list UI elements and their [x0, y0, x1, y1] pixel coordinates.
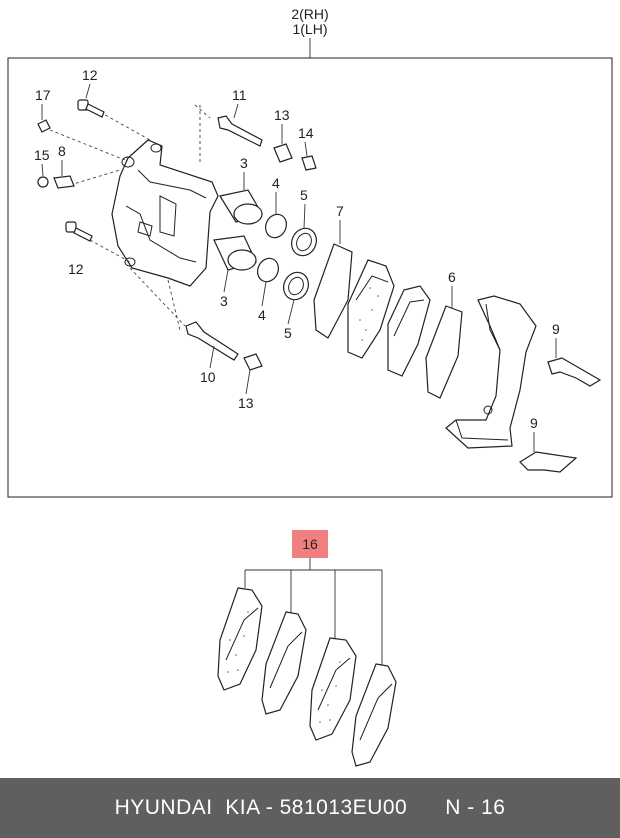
callout-3-upper[interactable]: 3	[240, 155, 248, 171]
carrier-bracket	[445, 295, 537, 449]
footer-page-ref: N - 16	[445, 796, 506, 819]
piston-3-lower	[213, 235, 257, 271]
catalog-footer: HYUNDAI KIA - 581013EU00 N - 16	[0, 778, 620, 838]
kit-pad-3	[309, 637, 357, 741]
screw-8	[53, 175, 75, 189]
boot-5-upper	[291, 227, 317, 257]
callout-9-upper[interactable]: 9	[552, 321, 560, 337]
kit-pad-4	[351, 663, 397, 767]
kit-pad-1	[217, 587, 263, 691]
callout-5-lower[interactable]: 5	[284, 325, 292, 341]
callout-6[interactable]: 6	[448, 269, 456, 285]
assembly-callout-rh[interactable]: 2(RH)	[291, 6, 328, 22]
clip-9-lower	[519, 451, 578, 473]
bolt-12-upper	[77, 99, 105, 118]
callout-11[interactable]: 11	[232, 87, 247, 103]
callout-9-lower[interactable]: 9	[530, 415, 538, 431]
callout-10[interactable]: 10	[200, 369, 216, 385]
boot-13-upper	[273, 143, 293, 163]
bolt-12-lower	[65, 221, 93, 242]
seal-4-upper	[265, 213, 287, 239]
footer-part-number: HYUNDAI KIA - 581013EU00	[114, 796, 408, 819]
callout-4-upper[interactable]: 4	[272, 175, 280, 191]
callout-17[interactable]: 17	[35, 87, 51, 103]
kit-leader-tree	[244, 558, 383, 666]
guide-pin-10	[185, 321, 239, 361]
shim-7	[313, 243, 353, 339]
cap-14	[301, 155, 317, 171]
assembly-guide-lines	[49, 104, 211, 331]
callout-leaders	[41, 83, 557, 452]
guide-pin-11	[217, 115, 263, 147]
brake-pad-inner	[347, 259, 395, 359]
callout-12-upper[interactable]: 12	[82, 67, 98, 83]
assembly-callout-lh[interactable]: 1(LH)	[292, 21, 327, 37]
seal-4-lower	[257, 257, 279, 283]
callout-14[interactable]: 14	[298, 125, 314, 141]
callout-7[interactable]: 7	[336, 203, 344, 219]
parts-diagram: 2(RH) 1(LH)	[7, 6, 613, 767]
kit-label-box	[292, 530, 328, 558]
caliper-housing	[111, 139, 219, 287]
shim-6	[425, 305, 463, 399]
callout-15[interactable]: 15	[34, 147, 50, 163]
boot-13-lower	[243, 353, 263, 371]
callout-3-lower[interactable]: 3	[220, 293, 228, 309]
kit-pad-2	[261, 611, 307, 715]
callout-12-lower[interactable]: 12	[68, 261, 84, 277]
cap-15	[37, 176, 49, 188]
callout-13-upper[interactable]: 13	[274, 107, 290, 123]
clip-9-upper	[547, 357, 602, 387]
boot-5-lower	[283, 271, 309, 301]
callout-4-lower[interactable]: 4	[258, 307, 266, 323]
callout-8[interactable]: 8	[58, 143, 66, 159]
footer-spacer	[407, 796, 445, 820]
piston-3-upper	[219, 189, 263, 225]
bleeder-17	[37, 119, 51, 133]
brake-pad-outer	[387, 285, 431, 377]
kit-label[interactable]: 16	[302, 536, 318, 552]
assembly-frame	[7, 57, 613, 498]
callout-5-upper[interactable]: 5	[300, 187, 308, 203]
callout-13-lower[interactable]: 13	[238, 395, 254, 411]
